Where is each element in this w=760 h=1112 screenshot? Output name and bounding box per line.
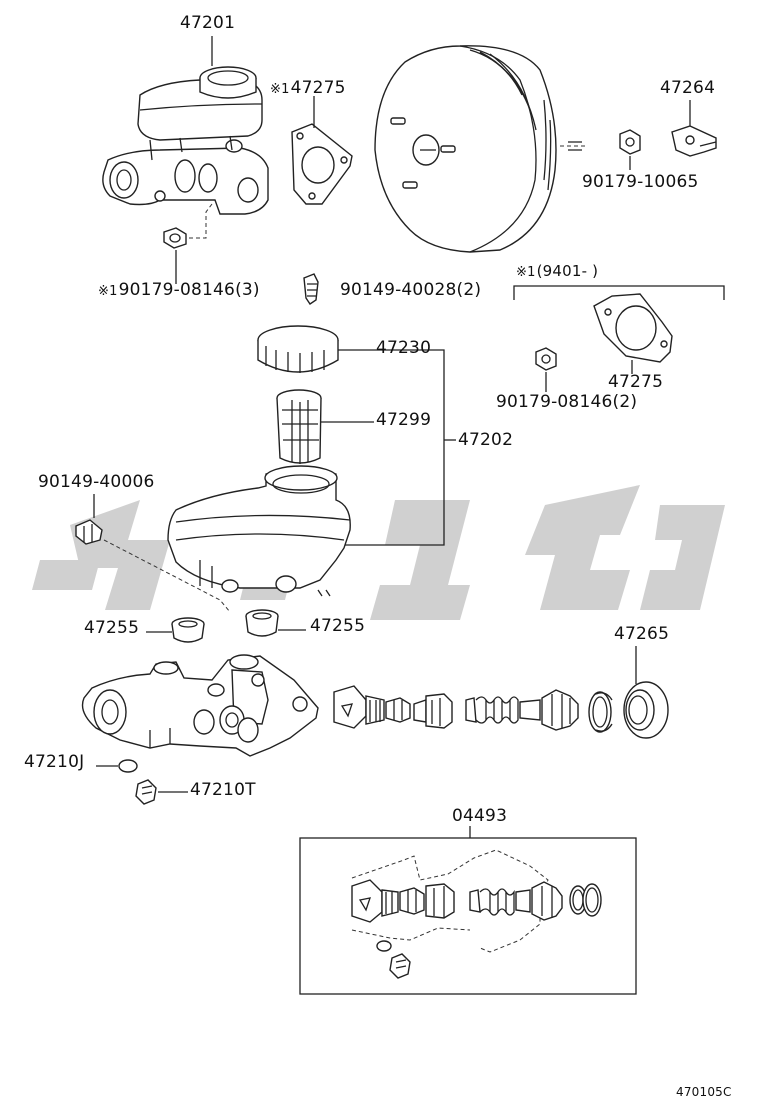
- label-47275-right: 47275: [608, 372, 664, 392]
- label-47299: 47299: [376, 410, 432, 430]
- gasket-47275-right: [593, 293, 673, 363]
- label-47275-top: ※147275: [270, 80, 346, 97]
- note-mark: ※1: [516, 265, 536, 280]
- label-47265: 47265: [614, 624, 670, 644]
- boot-47265: [623, 681, 669, 739]
- label-47201: 47201: [180, 13, 236, 33]
- grommet-47255-left: [171, 617, 205, 643]
- piston-kit-row: [333, 685, 613, 733]
- label-04493: 04493: [452, 806, 508, 826]
- gasket-47275-top: [291, 123, 353, 205]
- label-90179-08146-2: 90179-08146(2): [496, 392, 638, 412]
- screw-47210T: [135, 779, 157, 805]
- seal-47210J: [118, 759, 138, 773]
- label-range-note-text: (9401- ): [536, 262, 599, 280]
- label-47202: 47202: [458, 430, 514, 450]
- grommet-47255-right: [245, 609, 279, 637]
- reservoir-cap-47230: [257, 325, 339, 373]
- note-mark: ※1: [270, 82, 290, 97]
- label-90149-40006: 90149-40006: [38, 472, 155, 492]
- label-47210T: 47210T: [190, 780, 256, 800]
- label-90149-40028-2: 90149-40028(2): [340, 280, 482, 300]
- label-range-note: ※1(9401- ): [516, 262, 599, 280]
- label-90179-08146-3-text: 90179-08146(3): [118, 280, 260, 300]
- screw-90149-40006: [75, 519, 103, 545]
- watermark-logo: [32, 485, 725, 620]
- label-47264: 47264: [660, 78, 716, 98]
- label-47255-right: 47255: [310, 616, 366, 636]
- label-90179-10065: 90179-10065: [582, 172, 699, 192]
- nut-90179-08146-2: [535, 347, 557, 371]
- clevis-47264: [671, 125, 717, 157]
- kit-04493-box: [299, 837, 637, 995]
- note-mark: ※1: [98, 284, 118, 299]
- reservoir-body-47202: [167, 465, 351, 597]
- nut-90179-10065: [619, 129, 641, 155]
- label-90179-08146-3: ※190179-08146(3): [98, 282, 260, 299]
- nut-90179-08146: [163, 227, 187, 249]
- reservoir-strainer-47299: [276, 389, 322, 464]
- label-47255-left: 47255: [84, 618, 140, 638]
- footer-diagram-code: 470105C: [676, 1085, 732, 1099]
- bolt-90149-40028: [303, 273, 319, 305]
- label-47230: 47230: [376, 338, 432, 358]
- label-47210J: 47210J: [24, 752, 85, 772]
- label-47275-top-text: 47275: [290, 78, 346, 98]
- kit-04493-contents: [351, 849, 602, 979]
- master-cylinder-assembly-47201: [102, 66, 269, 215]
- master-cylinder-body: [81, 654, 319, 757]
- brake-booster: [374, 45, 586, 253]
